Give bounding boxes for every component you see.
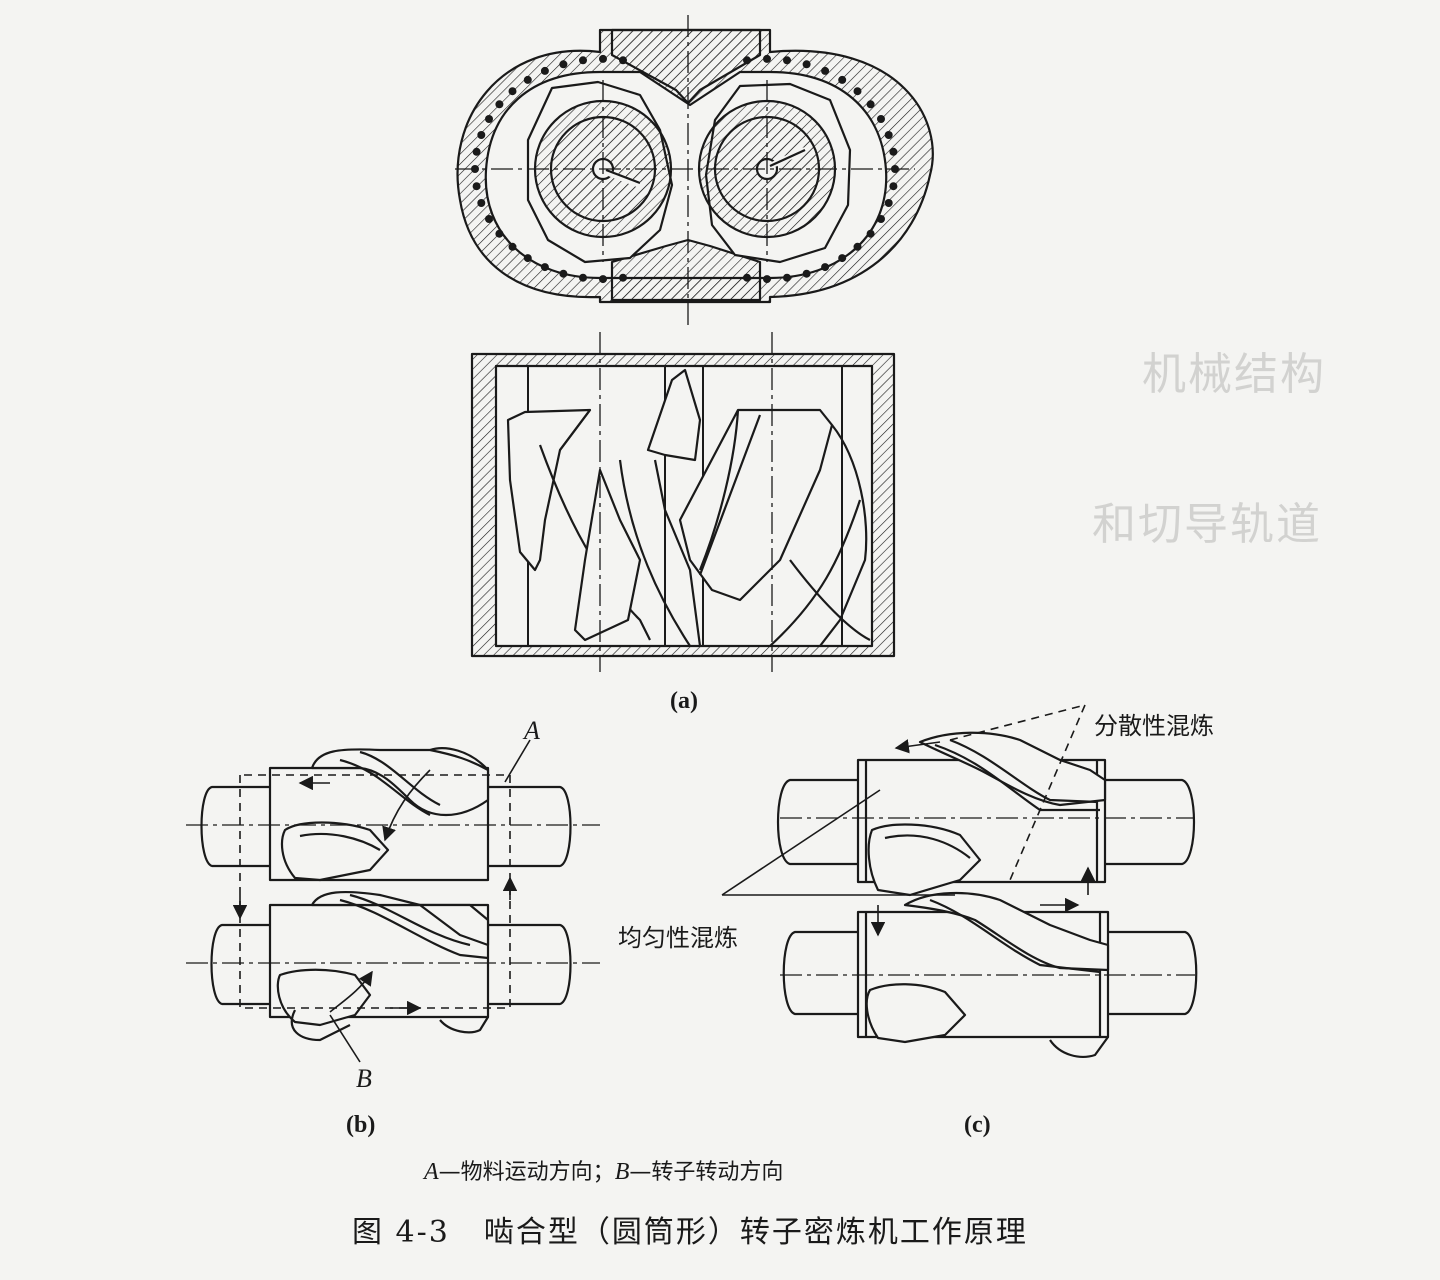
figure-caption: 图 4-3 啮合型（圆筒形）转子密炼机工作原理: [352, 1207, 1028, 1251]
cooling-channel-dot: [508, 87, 517, 96]
letter-b: B: [356, 1064, 372, 1093]
cooling-channel-dot: [472, 147, 481, 156]
figure-title: 啮合型（圆筒形）转子密炼机工作原理: [483, 1215, 1028, 1250]
cooling-channel-dot: [853, 87, 862, 96]
dispersive-leader-2: [1009, 704, 1086, 881]
blade-left-upper: [506, 408, 592, 572]
lower-shaft: [210, 923, 270, 1006]
cooling-channel-dot: [802, 269, 811, 278]
letter-a: A: [524, 716, 540, 745]
bleed-through-text-2: 和切导轨道: [1092, 499, 1322, 550]
legend-a-text: —物料运动方向；: [438, 1160, 615, 1185]
cooling-channel-dot: [599, 275, 607, 284]
cooling-channel-dot: [508, 242, 517, 251]
cooling-channel-dot: [579, 56, 587, 65]
label-panel-a: (a): [670, 688, 698, 714]
cooling-channel-dot: [838, 75, 847, 84]
cooling-channel-dot: [472, 182, 481, 191]
figure-number: 图 4-3: [352, 1215, 450, 1250]
cooling-channel-dot: [821, 263, 830, 272]
legend-a-letter: A: [424, 1159, 439, 1185]
diagram-c: [721, 704, 1198, 1058]
cooling-channel-dot: [783, 273, 791, 282]
lower-rotor-blade: [310, 890, 490, 947]
cooling-channel-dot: [477, 199, 486, 207]
cooling-channel-dot: [866, 229, 875, 238]
cooling-channel-dot: [763, 54, 771, 63]
cooling-channel-dot: [853, 242, 862, 251]
cooling-channel-dot: [485, 115, 493, 123]
cooling-channel-dot: [477, 131, 486, 139]
cooling-channel-dot: [884, 131, 893, 139]
legend: A—物料运动方向；B—转子转动方向: [424, 1154, 783, 1186]
distributive-leader-1: [721, 789, 881, 896]
cooling-channel-dot: [540, 263, 549, 272]
cross-section-view: [455, 15, 934, 325]
c-upper-rotor-blade: [918, 731, 1107, 807]
cooling-channel-dot: [821, 66, 830, 75]
diagram-b: [186, 739, 600, 1063]
leader-a: [504, 739, 531, 783]
c-lower-rotor-window: [865, 983, 967, 1044]
longitudinal-section-view: [470, 332, 896, 672]
c-upper-rotor-window: [867, 823, 982, 897]
top-ram: [610, 28, 762, 105]
bleed-through-text-1: 机械结构: [1142, 349, 1326, 400]
cooling-channel-dot: [523, 254, 532, 263]
cooling-channel-dot: [495, 229, 504, 238]
cooling-channel-dot: [889, 147, 898, 156]
legend-b-text: —转子转动方向: [629, 1160, 784, 1185]
cooling-channel-dot: [523, 75, 532, 84]
cooling-channel-dot: [763, 275, 771, 284]
legend-b-letter: B: [614, 1159, 630, 1185]
rotation-arrow-upper: [382, 769, 431, 842]
cooling-channel-dot: [579, 273, 587, 282]
upper-shaft: [200, 785, 270, 868]
cooling-channel-dot: [559, 60, 568, 69]
lower-rotor-window: [276, 968, 372, 1027]
cooling-channel-dot: [495, 100, 504, 109]
blade-right-upper: [678, 408, 834, 602]
cooling-channel-dot: [877, 215, 885, 223]
cooling-channel-dot: [802, 60, 811, 69]
label-panel-b: (b): [346, 1112, 376, 1138]
blade-left-lower: [573, 468, 642, 642]
dispersive-leader-1: [949, 704, 1086, 741]
label-dispersive-mixing: 分散性混炼: [1094, 712, 1214, 740]
blade-center: [646, 368, 702, 462]
leader-b: [329, 1014, 361, 1063]
cooling-channel-dot: [559, 269, 568, 278]
cooling-channel-dot: [599, 54, 607, 63]
label-distributive-mixing: 均匀性混炼: [618, 924, 738, 952]
cooling-channel-dot: [838, 254, 847, 263]
center-lines: [455, 15, 915, 325]
cooling-channels: [471, 54, 899, 284]
cooling-channel-dot: [889, 182, 898, 191]
rotation-arrow-lower: [329, 970, 373, 1013]
upper-rotor-window: [280, 821, 390, 882]
cooling-channel-dot: [884, 199, 893, 207]
cooling-channel-dot: [783, 56, 791, 65]
cooling-channel-dot: [877, 115, 885, 123]
cooling-channel-dot: [540, 66, 549, 75]
cooling-channel-dot: [485, 215, 493, 223]
label-panel-c: (c): [964, 1112, 991, 1138]
cooling-channel-dot: [866, 100, 875, 109]
